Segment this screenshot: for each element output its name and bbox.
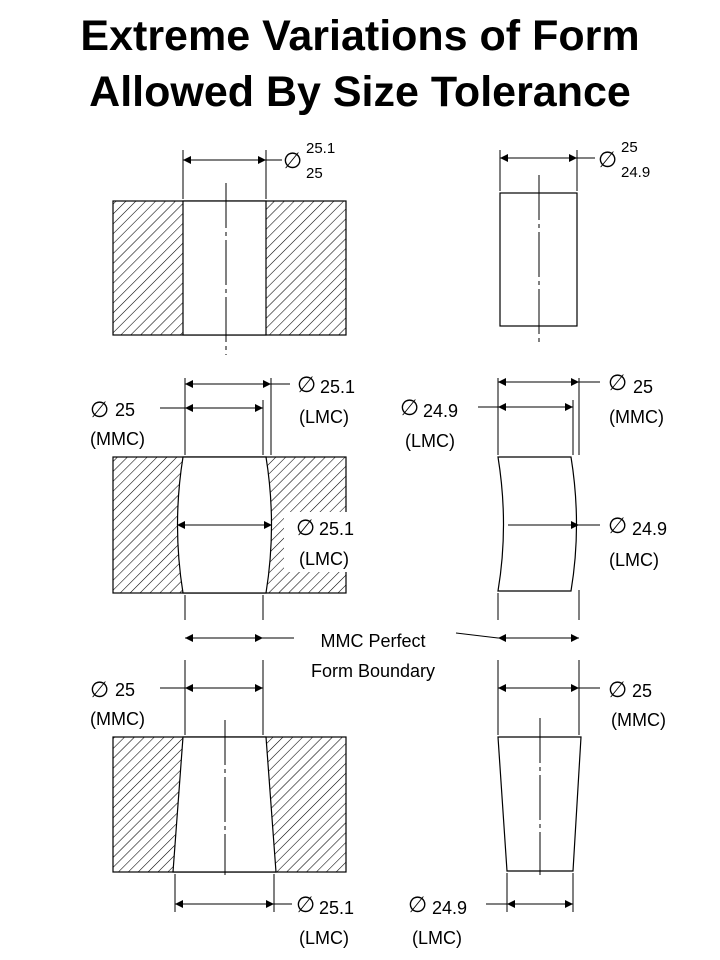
hole-lmc-mid-label: (LMC) (299, 549, 349, 569)
diameter-symbol: ∅ (90, 677, 109, 702)
shaft-mmc-label: (MMC) (609, 407, 664, 427)
hole-cavity (182, 200, 267, 336)
hole-lmc-label: (LMC) (299, 928, 349, 948)
shaft-mmc-value: 25 (633, 377, 653, 397)
top-hole-part: ∅ 25.1 25 (112, 140, 347, 355)
diameter-symbol: ∅ (283, 148, 302, 173)
diameter-symbol: ∅ (608, 370, 627, 395)
top-shaft-part: ∅ 25 24.9 (499, 139, 650, 345)
diameter-symbol: ∅ (400, 395, 419, 420)
boundary-line-1: MMC Perfect (320, 631, 425, 651)
bottom-shaft-part: ∅ 25 (MMC) ∅ 24.9 (LMC) (408, 660, 666, 948)
diameter-symbol: ∅ (408, 892, 427, 917)
boundary-line-2: Form Boundary (311, 661, 435, 681)
hole-lmc-top-value: 25.1 (320, 377, 355, 397)
diameter-symbol: ∅ (598, 147, 617, 172)
hole-lmc-top-label: (LMC) (299, 407, 349, 427)
middle-hole-part: ∅ 25 (MMC) ∅ 25.1 (LMC) ∅ 25.1 (LMC) (90, 372, 364, 620)
shaft-upper-limit: 25 (621, 139, 638, 156)
diameter-symbol: ∅ (608, 513, 627, 538)
hole-mmc-value: 25 (115, 400, 135, 420)
hole-mmc-label: (MMC) (90, 429, 145, 449)
shaft-lower-limit: 24.9 (621, 164, 650, 181)
mmc-boundary-callout: MMC Perfect Form Boundary (185, 631, 579, 681)
hole-lmc-mid-value: 25.1 (319, 519, 354, 539)
diameter-symbol: ∅ (90, 397, 109, 422)
diameter-symbol: ∅ (296, 892, 315, 917)
hole-lower-limit: 25 (306, 165, 323, 182)
bottom-hole-part: ∅ 25 (MMC) ∅ 25.1 (LMC) (90, 660, 354, 948)
shaft-lmc-value: 24.9 (423, 401, 458, 421)
label-mask (284, 512, 364, 572)
shaft-lmc-label: (LMC) (405, 431, 455, 451)
leader-to-shaft (455, 632, 499, 639)
hole-upper-limit: 25.1 (306, 140, 335, 157)
shaft-mmc-label: (MMC) (611, 710, 666, 730)
shaft-lmc-mid-value: 24.9 (632, 519, 667, 539)
middle-shaft-part: ∅ 24.9 (LMC) ∅ 25 (MMC) ∅ 24.9 (LMC) (400, 370, 667, 620)
shaft-lmc-value: 24.9 (432, 898, 467, 918)
shaft-lmc-label: (LMC) (412, 928, 462, 948)
hole-mmc-label: (MMC) (90, 709, 145, 729)
page-title: Extreme Variations of Form Allowed By Si… (0, 8, 720, 120)
waisted-shaft-outline (497, 456, 578, 592)
hole-lmc-value: 25.1 (319, 898, 354, 918)
title-line-1: Extreme Variations of Form (80, 12, 640, 60)
shaft-mmc-value: 25 (632, 681, 652, 701)
hole-mmc-value: 25 (115, 680, 135, 700)
diameter-symbol: ∅ (608, 677, 627, 702)
diameter-symbol: ∅ (296, 515, 315, 540)
title-line-2: Allowed By Size Tolerance (89, 68, 631, 116)
shaft-lmc-mid-label: (LMC) (609, 550, 659, 570)
diameter-symbol: ∅ (297, 372, 316, 397)
